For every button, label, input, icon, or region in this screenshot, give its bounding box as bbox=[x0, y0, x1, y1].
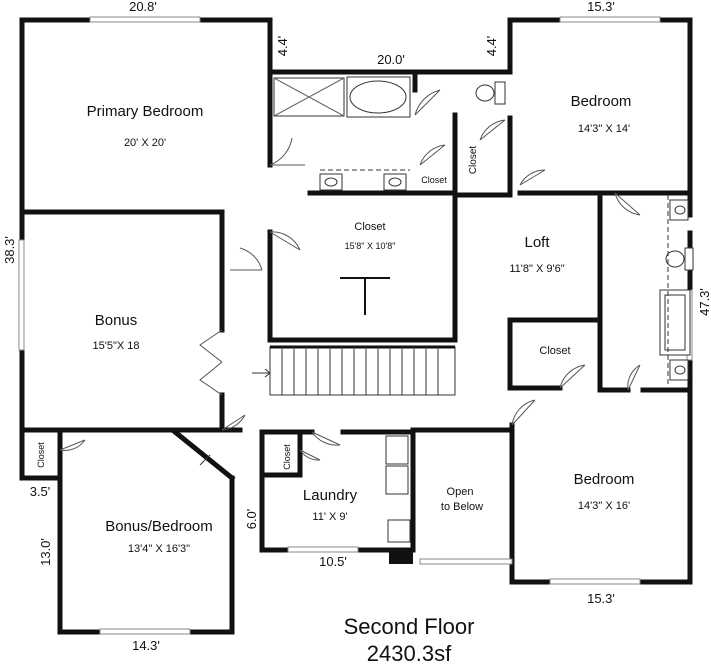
closet-loft-name: Closet bbox=[539, 345, 570, 357]
closet-laundry-name: Closet bbox=[282, 444, 292, 470]
floor-title: Second Floor bbox=[344, 614, 475, 639]
closet-bonus-name: Closet bbox=[36, 442, 46, 468]
bath-fixtures bbox=[273, 76, 694, 564]
dryer-icon bbox=[385, 465, 409, 495]
dim-top-left: 20.8' bbox=[129, 0, 157, 14]
dim-bonus-step: 3.5' bbox=[30, 484, 51, 499]
bedroom-se-name: Bedroom bbox=[574, 471, 635, 488]
dim-top-right: 15.3' bbox=[587, 0, 615, 14]
dim-bottom-right: 15.3' bbox=[587, 591, 615, 606]
bedroom-se-size: 14'3" X 16' bbox=[578, 500, 630, 512]
bonus-bedroom-name: Bonus/Bedroom bbox=[105, 518, 213, 535]
bedroom-ne-size: 14'3" X 14' bbox=[578, 123, 630, 135]
dim-laundry-side: 6.0' bbox=[244, 509, 259, 530]
closet-bath-name: Closet bbox=[421, 175, 447, 185]
bedroom-ne-name: Bedroom bbox=[571, 93, 632, 110]
dim-bonus-side: 13.0' bbox=[38, 538, 53, 566]
loft-size: 11'8" X 9'6" bbox=[509, 263, 564, 275]
primary-bedroom-size: 20' X 20' bbox=[124, 137, 166, 149]
closet-hall-name: Closet bbox=[468, 146, 479, 175]
laundry-size: 11' X 9' bbox=[312, 511, 347, 523]
laundry-name: Laundry bbox=[303, 487, 358, 504]
toilet-icon bbox=[684, 247, 694, 271]
dim-bonus-bottom: 14.3' bbox=[132, 638, 160, 653]
room-labels: Primary Bedroom 20' X 20' Bedroom 14'3" … bbox=[36, 93, 634, 555]
windows bbox=[18, 16, 693, 635]
floor-area: 2430.3sf bbox=[367, 641, 452, 664]
open-below-line1: Open bbox=[447, 486, 474, 498]
primary-bedroom-name: Primary Bedroom bbox=[87, 103, 204, 120]
loft-name: Loft bbox=[524, 234, 550, 251]
laundry-sink-icon bbox=[387, 519, 411, 543]
bonus-bedroom-size: 13'4" X 16'3" bbox=[128, 543, 190, 555]
dim-laundry-bottom: 10.5' bbox=[319, 554, 347, 569]
dim-right-side: 47.3' bbox=[697, 288, 711, 316]
laundry-base bbox=[389, 550, 413, 564]
toilet-icon bbox=[494, 81, 506, 105]
staircase bbox=[252, 345, 456, 396]
walls bbox=[19, 17, 693, 635]
bonus-name: Bonus bbox=[95, 312, 138, 329]
dim-right-step: 4.4' bbox=[484, 36, 499, 57]
dim-left-step: 4.4' bbox=[275, 36, 290, 57]
doors bbox=[59, 89, 641, 466]
open-below-line2: to Below bbox=[441, 501, 483, 513]
footer: Second Floor 2430.3sf bbox=[344, 614, 475, 664]
bonus-size: 15'5"X 18 bbox=[93, 340, 140, 352]
dim-mid-top: 20.0' bbox=[377, 52, 405, 67]
closet-center-size: 15'8" X 10'8" bbox=[345, 241, 396, 251]
washer-icon bbox=[385, 435, 409, 465]
closet-rod bbox=[340, 277, 390, 315]
dim-left-side: 38.3' bbox=[2, 236, 17, 264]
closet-center-name: Closet bbox=[354, 221, 385, 233]
